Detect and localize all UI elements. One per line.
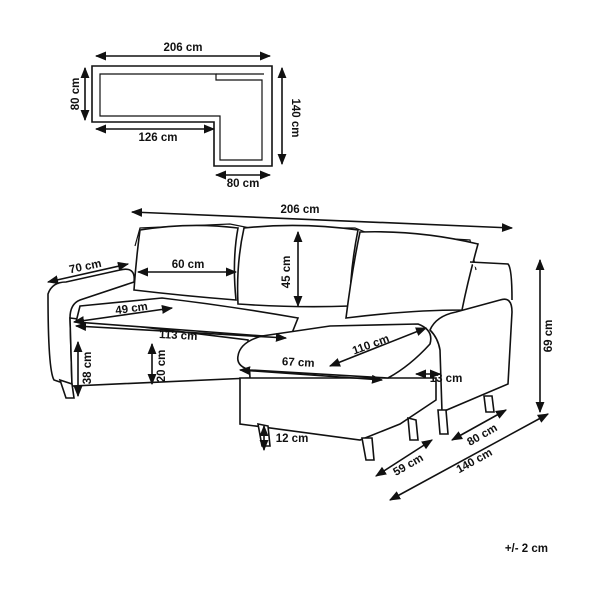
seat-depth-arrow: [72, 304, 174, 326]
cushion-width-label: 60 cm: [172, 259, 205, 271]
top-depth-label: 80 cm: [70, 78, 82, 111]
total-height-label: 69 cm: [543, 320, 555, 353]
leg-rear-right: [483, 395, 495, 413]
chaise-body: [239, 377, 437, 441]
right-arm-back: [469, 261, 513, 301]
top-chaise-length-label: 140 cm: [289, 98, 301, 137]
seat-depth-label: 49 cm: [115, 301, 149, 317]
overall-width-arrow: [130, 207, 514, 233]
overall-width-label: 206 cm: [280, 204, 319, 216]
back-cushion-right: [345, 230, 479, 319]
seat-height-label: 38 cm: [82, 352, 94, 385]
top-overall-width-label: 206 cm: [163, 42, 202, 54]
top-view-inner-outline: [99, 73, 263, 161]
arm-width-arrow: [46, 261, 130, 285]
leg-right-arm: [437, 409, 449, 435]
leg-chaise-right: [407, 416, 419, 441]
leg-front-left: [58, 378, 75, 399]
dimension-annotations: 206 cm 70 cm 60 cm 45 cm 49 cm 113 cm 38…: [46, 204, 555, 501]
seat-width-arrow: [74, 322, 288, 342]
cushion-height-label: 45 cm: [281, 256, 293, 289]
tolerance-note: +/- 2 cm: [505, 543, 548, 555]
chaise-depth-arrow: [238, 366, 384, 384]
depth-label: 80 cm: [465, 422, 499, 449]
top-view: 206 cm 80 cm 126 cm 140 cm 80 cm: [70, 42, 301, 190]
arm-thickness-label: 13 cm: [430, 373, 463, 385]
chaise-inner-length-arrow: [328, 327, 428, 367]
top-seat-width-label: 126 cm: [138, 132, 177, 144]
chaise-total-length-arrow: [389, 413, 549, 501]
top-chaise-width-label: 80 cm: [227, 178, 260, 190]
chaise-depth-label: 67 cm: [282, 356, 315, 370]
leg-height-label: 12 cm: [276, 433, 309, 445]
right-armrest: [429, 298, 513, 414]
sofa-drawing: [47, 223, 513, 461]
chaise-total-length-label: 140 cm: [455, 447, 495, 476]
leg-chaise-front: [361, 437, 375, 461]
seat-width-label: 113 cm: [159, 329, 198, 343]
seat-thickness-label: 20 cm: [156, 350, 168, 383]
